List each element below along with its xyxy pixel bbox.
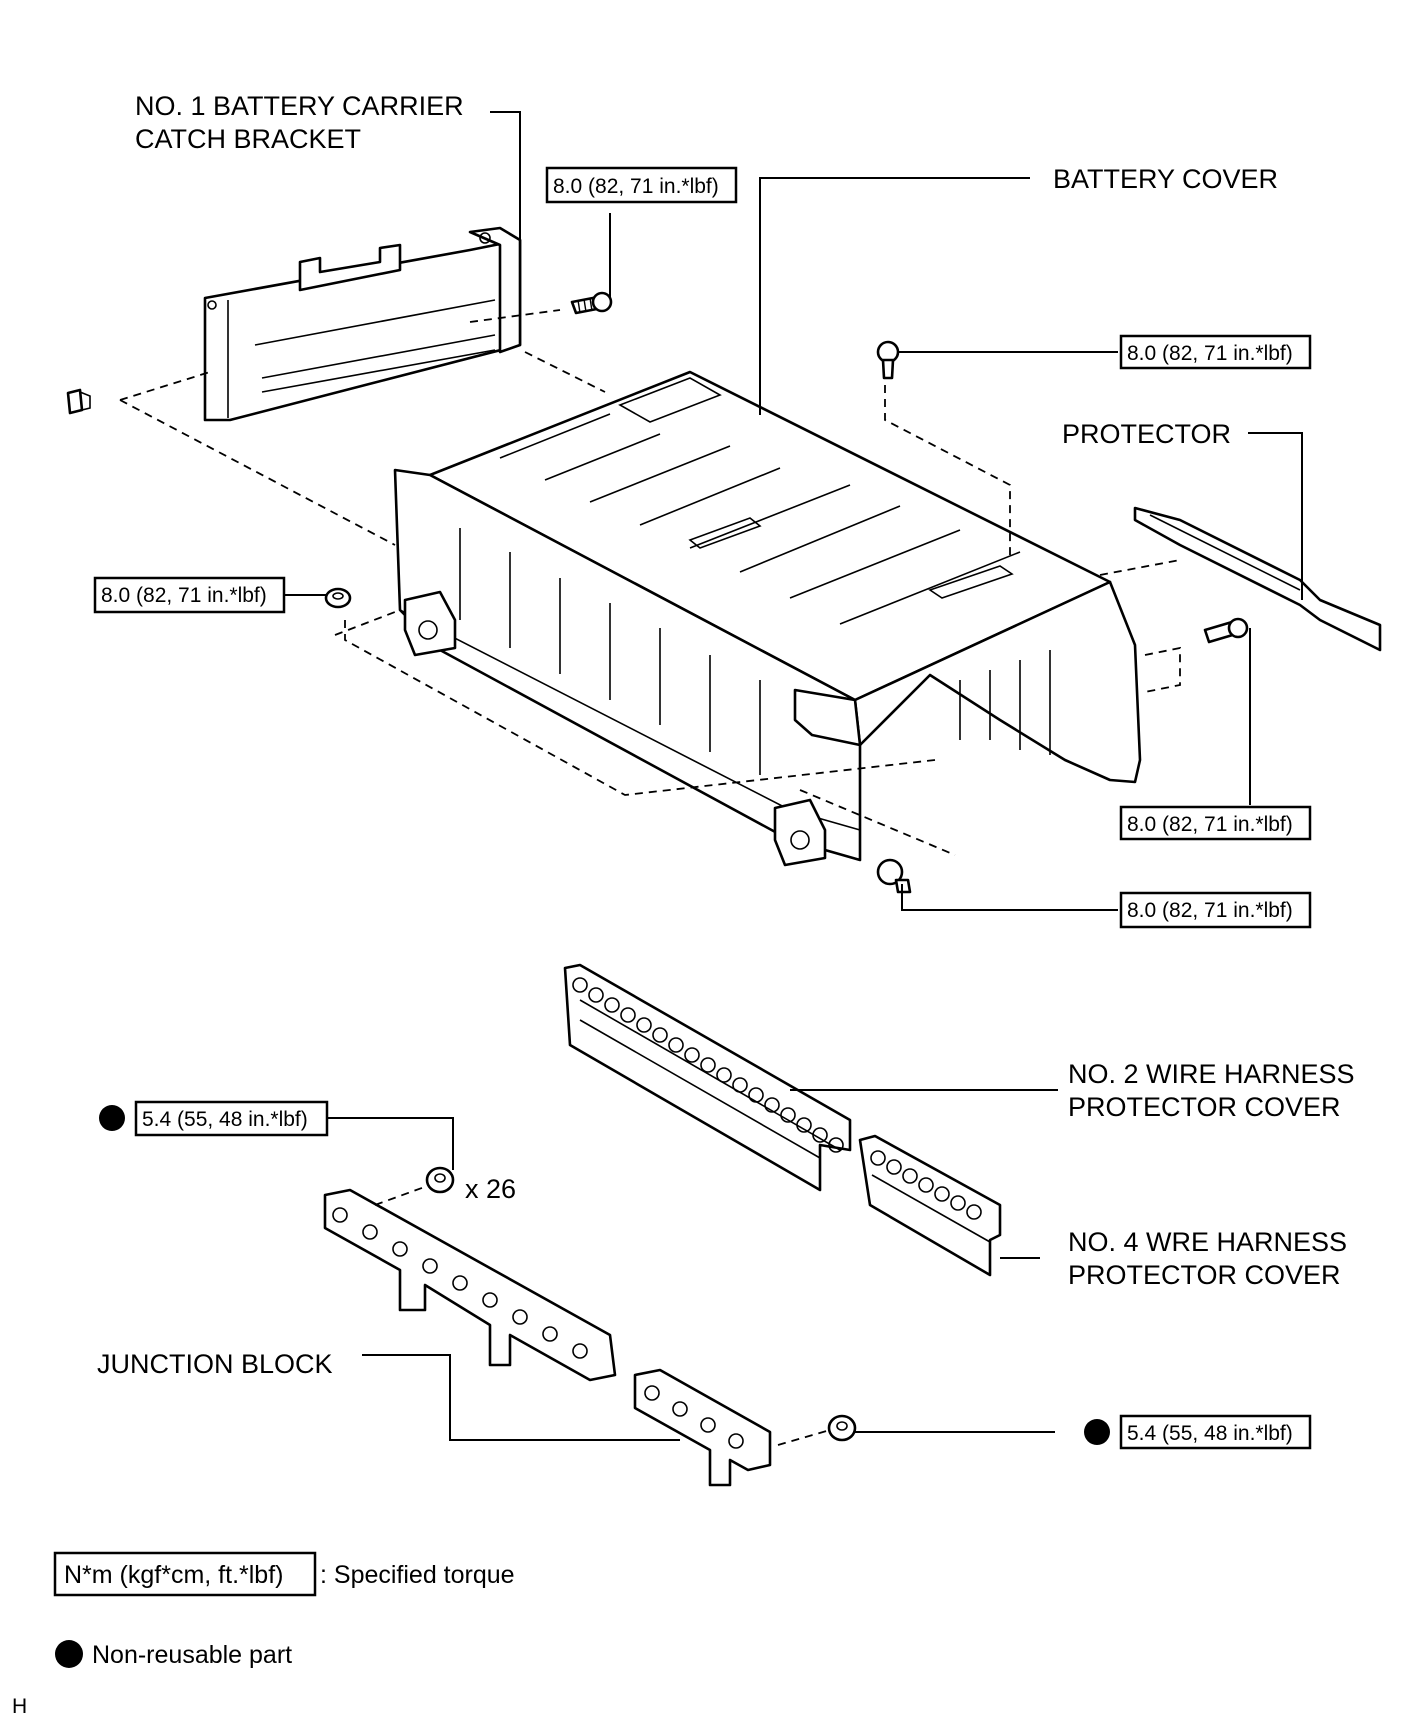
corner-code: H: [12, 1695, 27, 1718]
cover-front-bolt: [876, 858, 912, 894]
cover-right-bolt: [1203, 617, 1249, 644]
svg-text:5.4 (55, 48 in.*lbf): 5.4 (55, 48 in.*lbf): [142, 1108, 308, 1131]
no2-wire-harness-protector-cover: [563, 963, 852, 1192]
torque-junction-nut-2: 5.4 (55, 48 in.*lbf): [1084, 1414, 1312, 1450]
junction-nut: [425, 1166, 455, 1194]
legend-torque-desc: : Specified torque: [320, 1561, 515, 1589]
protector: [1133, 506, 1382, 652]
torque-junction-nut: 5.4 (55, 48 in.*lbf): [99, 1100, 329, 1137]
label-no4-cover-line2: PROTECTOR COVER: [1068, 1260, 1341, 1290]
torque-cover-left-nut: 8.0 (82, 71 in.*lbf): [93, 576, 286, 614]
legend-torque-units: N*m (kgf*cm, ft.*lbf): [64, 1561, 283, 1589]
no2-cover-terminals: [572, 977, 844, 1153]
legend-nonreusable-desc: Non-reusable part: [92, 1641, 292, 1669]
junction-nut-2: [827, 1414, 857, 1442]
label-no2-cover-line1: NO. 2 WIRE HARNESS: [1068, 1059, 1355, 1089]
label-carrier-bracket-line1: NO. 1 BATTERY CARRIER: [135, 91, 464, 121]
cover-top-bolt: [876, 340, 900, 380]
no4-wire-harness-protector-cover: [858, 1134, 1002, 1277]
svg-text:8.0 (82, 71 in.*lbf): 8.0 (82, 71 in.*lbf): [101, 584, 267, 607]
no4-cover-terminals: [870, 1150, 982, 1220]
cover-left-nut: [324, 587, 352, 609]
nonreusable-icon: [1084, 1419, 1110, 1445]
label-quantity: x 26: [465, 1174, 516, 1204]
label-carrier-bracket-line2: CATCH BRACKET: [135, 124, 361, 154]
svg-text:8.0 (82, 71 in.*lbf): 8.0 (82, 71 in.*lbf): [1127, 342, 1293, 365]
legend-torque: N*m (kgf*cm, ft.*lbf) : Specified torque: [53, 1551, 515, 1597]
label-no4-cover-line1: NO. 4 WRE HARNESS: [1068, 1227, 1347, 1257]
label-no2-cover-line2: PROTECTOR COVER: [1068, 1092, 1341, 1122]
svg-text:5.4 (55, 48 in.*lbf): 5.4 (55, 48 in.*lbf): [1127, 1422, 1293, 1445]
label-battery-cover: BATTERY COVER: [1053, 164, 1278, 194]
nonreusable-icon: [55, 1640, 83, 1668]
battery-cover: [393, 370, 1142, 867]
nonreusable-icon: [99, 1105, 125, 1131]
torque-cover-right-bolt: 8.0 (82, 71 in.*lbf): [1119, 805, 1312, 841]
carrier-catch-bracket: [203, 226, 522, 422]
junction-block-main: [323, 1188, 617, 1382]
legend-nonreusable: Non-reusable part: [55, 1640, 292, 1669]
junction-block-small: [633, 1368, 772, 1487]
svg-text:8.0 (82, 71 in.*lbf): 8.0 (82, 71 in.*lbf): [553, 175, 719, 198]
torque-cover-top-bolt: 8.0 (82, 71 in.*lbf): [1119, 334, 1312, 370]
svg-text:8.0 (82, 71 in.*lbf): 8.0 (82, 71 in.*lbf): [1127, 813, 1293, 836]
label-junction-block: JUNCTION BLOCK: [97, 1349, 333, 1379]
label-protector: PROTECTOR: [1062, 419, 1231, 449]
bracket-bolt: [570, 291, 613, 315]
torque-bracket-bolt: 8.0 (82, 71 in.*lbf): [545, 166, 738, 204]
clip: [66, 388, 91, 415]
svg-text:8.0 (82, 71 in.*lbf): 8.0 (82, 71 in.*lbf): [1127, 899, 1293, 922]
torque-cover-front-bolt: 8.0 (82, 71 in.*lbf): [1119, 891, 1312, 929]
